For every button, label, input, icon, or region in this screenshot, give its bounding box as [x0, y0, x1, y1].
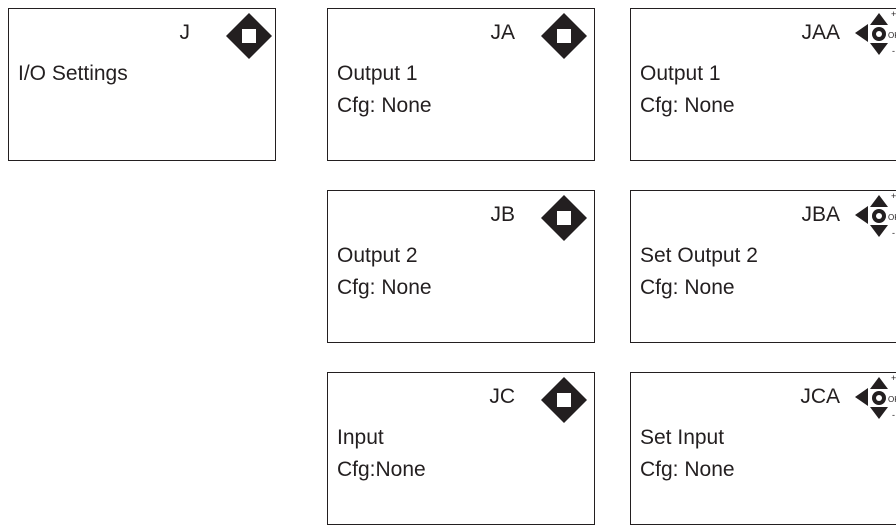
screen-jba: JBA + OK - Set Output 2 Cfg: None	[630, 190, 896, 343]
screen-line-1: I/O Settings	[18, 62, 128, 85]
keypad-ok-label: OK	[888, 31, 896, 40]
screen-line-2: Cfg: None	[337, 94, 432, 117]
screen-line-1: Output 1	[640, 62, 721, 85]
navigate-arrows-icon	[541, 13, 587, 59]
edit-keypad-icon: + OK -	[855, 11, 896, 56]
keypad-ok-label: OK	[888, 395, 896, 404]
keypad-minus-label: -	[892, 228, 895, 238]
navigate-arrows-icon	[541, 377, 587, 423]
screen-line-2: Cfg: None	[640, 94, 735, 117]
screen-code: J	[179, 21, 191, 44]
screen-code: JBA	[801, 203, 840, 226]
screen-line-2: Cfg:None	[337, 458, 426, 481]
screen-line-2: Cfg: None	[640, 458, 735, 481]
screen-code: JA	[490, 21, 515, 44]
edit-keypad-icon: + OK -	[855, 375, 896, 420]
screen-jaa: JAA + OK - Output 1 Cfg: None	[630, 8, 896, 161]
screen-code: JC	[489, 385, 515, 408]
keypad-minus-label: -	[892, 410, 895, 420]
keypad-plus-label: +	[891, 375, 896, 383]
edit-keypad-icon: + OK -	[855, 193, 896, 238]
screen-ja: JA Output 1 Cfg: None	[327, 8, 595, 161]
screen-code: JB	[490, 203, 515, 226]
keypad-plus-label: +	[891, 193, 896, 201]
screen-line-1: Output 2	[337, 244, 418, 267]
screen-line-1: Output 1	[337, 62, 418, 85]
screen-code: JCA	[800, 385, 840, 408]
navigate-arrows-icon	[541, 195, 587, 241]
screen-jc: JC Input Cfg:None	[327, 372, 595, 525]
screen-jca: JCA + OK - Set Input Cfg: None	[630, 372, 896, 525]
navigate-arrows-icon	[226, 13, 272, 59]
screen-line-1: Set Output 2	[640, 244, 758, 267]
screen-line-1: Input	[337, 426, 384, 449]
screen-j: J I/O Settings	[8, 8, 276, 161]
screen-line-2: Cfg: None	[337, 276, 432, 299]
screen-line-2: Cfg: None	[640, 276, 735, 299]
keypad-ok-label: OK	[888, 213, 896, 222]
keypad-minus-label: -	[892, 46, 895, 56]
screen-code: JAA	[801, 21, 840, 44]
screen-line-1: Set Input	[640, 426, 725, 449]
keypad-plus-label: +	[891, 11, 896, 19]
screen-jb: JB Output 2 Cfg: None	[327, 190, 595, 343]
